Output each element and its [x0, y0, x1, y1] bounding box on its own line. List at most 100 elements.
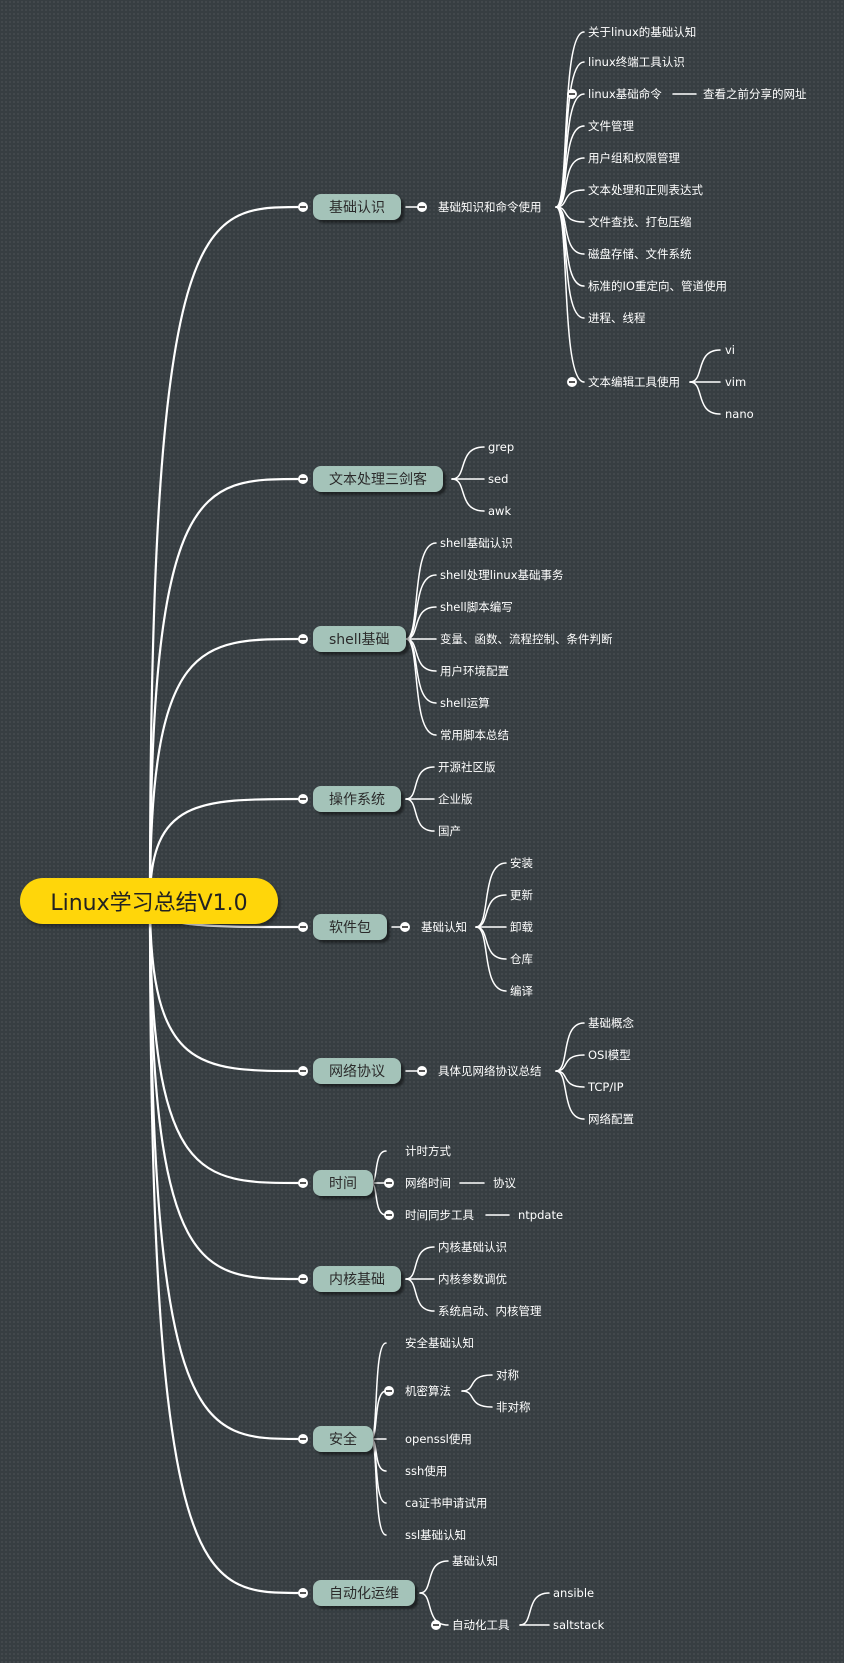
leaf-item[interactable]: 国产 [438, 824, 461, 838]
leaf-item[interactable]: vim [725, 375, 747, 389]
leaf-note[interactable]: 查看之前分享的网址 [703, 87, 807, 101]
leaf-item[interactable]: 网络配置 [588, 1112, 634, 1126]
leaf-item[interactable]: 文本处理和正则表达式 [588, 183, 703, 197]
subtopic-network-summary[interactable]: 具体见网络协议总结 [438, 1064, 542, 1078]
leaf-item[interactable]: awk [488, 504, 512, 518]
branch-line [148, 899, 302, 1185]
topic-packages[interactable]: 软件包 [313, 914, 387, 940]
leaf-item[interactable]: 对称 [496, 1368, 519, 1382]
leaf-item[interactable]: ansible [553, 1586, 595, 1600]
collapse-toggle-icon[interactable] [567, 377, 577, 387]
leaf-item[interactable]: linux终端工具认识 [588, 55, 685, 69]
leaf-item[interactable]: shell基础认识 [440, 536, 513, 550]
leaf-item[interactable]: vi [725, 343, 736, 357]
collapse-toggle-icon[interactable] [298, 474, 308, 484]
leaf-item[interactable]: 文件查找、打包压缩 [588, 215, 692, 229]
leaf-item[interactable]: 进程、线程 [588, 311, 646, 325]
topic-text-processing[interactable]: 文本处理三剑客 [313, 466, 443, 492]
leaf-item[interactable]: 文件管理 [588, 119, 634, 133]
connector-line [689, 349, 721, 383]
connector-line [405, 766, 435, 800]
leaf-item[interactable]: 编译 [510, 984, 533, 998]
leaf-item[interactable]: ssh使用 [405, 1464, 448, 1478]
leaf-item[interactable]: 企业版 [438, 792, 473, 806]
leaf-item[interactable]: shell脚本编写 [440, 600, 513, 614]
topic-automation[interactable]: 自动化运维 [313, 1580, 415, 1606]
leaf-item[interactable]: 安全基础认知 [405, 1336, 474, 1350]
collapse-toggle-icon[interactable] [417, 202, 427, 212]
leaf-item[interactable]: shell处理linux基础事务 [440, 568, 564, 582]
leaf-item[interactable]: 基础概念 [588, 1016, 634, 1030]
collapse-toggle-icon[interactable] [298, 1274, 308, 1284]
leaf-item[interactable]: 变量、函数、流程控制、条件判断 [440, 632, 613, 646]
collapse-toggle-icon[interactable] [384, 1178, 394, 1188]
leaf-item[interactable]: 网络时间 [405, 1176, 451, 1190]
leaf-item[interactable]: 磁盘存储、文件系统 [588, 247, 692, 261]
collapse-toggle-icon[interactable] [298, 922, 308, 932]
leaf-item[interactable]: 内核参数调优 [438, 1272, 507, 1286]
leaf-item[interactable]: 非对称 [496, 1400, 531, 1414]
collapse-toggle-icon[interactable] [298, 1178, 308, 1188]
leaf-item[interactable]: 常用脚本总结 [440, 728, 509, 742]
leaf-item[interactable]: linux基础命令 [588, 87, 662, 101]
leaf-item[interactable]: 计时方式 [405, 1144, 451, 1158]
collapse-toggle-icon[interactable] [431, 1620, 441, 1630]
leaf-item[interactable]: 时间同步工具 [405, 1208, 474, 1222]
leaf-item[interactable]: 更新 [510, 888, 533, 902]
leaf-item[interactable]: 系统启动、内核管理 [438, 1304, 542, 1318]
topic-time[interactable]: 时间 [313, 1170, 373, 1196]
collapse-toggle-icon[interactable] [384, 1386, 394, 1396]
leaf-item[interactable]: 关于linux的基础认知 [588, 25, 697, 39]
topic-security[interactable]: 安全 [313, 1426, 373, 1452]
leaf-item[interactable]: ca证书申请试用 [405, 1496, 488, 1510]
topic-shell[interactable]: shell基础 [313, 626, 406, 652]
topic-network[interactable]: 网络协议 [313, 1058, 401, 1084]
leaf-item[interactable]: OSI模型 [588, 1048, 631, 1062]
leaf-item[interactable]: 基础认知 [452, 1554, 498, 1568]
connector-line [475, 926, 507, 992]
leaf-item[interactable]: 内核基础认识 [438, 1240, 507, 1254]
topic-kernel[interactable]: 内核基础 [313, 1266, 401, 1292]
collapse-toggle-icon[interactable] [298, 1434, 308, 1444]
leaf-item[interactable]: openssl使用 [405, 1432, 472, 1446]
topic-basics[interactable]: 基础认识 [313, 194, 401, 220]
leaf-item[interactable]: 仓库 [510, 952, 533, 966]
leaf-item[interactable]: 用户组和权限管理 [588, 151, 680, 165]
connector-line [419, 1592, 449, 1626]
leaf-item[interactable]: 机密算法 [405, 1384, 451, 1398]
leaf-item[interactable]: 卸载 [510, 920, 533, 934]
leaf-item[interactable]: shell运算 [440, 696, 490, 710]
connector-line [555, 1022, 585, 1072]
leaf-item[interactable]: saltstack [553, 1618, 605, 1632]
leaf-item[interactable]: ssl基础认知 [405, 1528, 467, 1542]
connector-line [405, 1278, 435, 1312]
leaf-item[interactable]: 开源社区版 [438, 760, 496, 774]
root-topic[interactable]: Linux学习总结V1.0 [20, 878, 278, 924]
leaf-item[interactable]: TCP/IP [588, 1080, 624, 1094]
collapse-toggle-icon[interactable] [298, 1588, 308, 1598]
connector-line [451, 446, 485, 480]
collapse-toggle-icon[interactable] [384, 1210, 394, 1220]
leaf-item[interactable]: grep [488, 440, 515, 454]
leaf-item[interactable]: 安装 [510, 856, 533, 870]
collapse-toggle-icon[interactable] [298, 634, 308, 644]
collapse-toggle-icon[interactable] [400, 922, 410, 932]
collapse-toggle-icon[interactable] [298, 1066, 308, 1076]
leaf-note[interactable]: ntpdate [518, 1208, 564, 1222]
collapse-toggle-icon[interactable] [417, 1066, 427, 1076]
connector-line [555, 1070, 585, 1120]
leaf-item[interactable]: sed [488, 472, 509, 486]
subtopic-package-basics[interactable]: 基础认知 [421, 920, 467, 934]
leaf-item[interactable]: nano [725, 407, 754, 421]
leaf-item[interactable]: 用户环境配置 [440, 664, 509, 678]
collapse-toggle-icon[interactable] [298, 202, 308, 212]
collapse-toggle-icon[interactable] [567, 89, 577, 99]
leaf-item[interactable]: 自动化工具 [452, 1618, 510, 1632]
topic-os[interactable]: 操作系统 [313, 786, 401, 812]
subtopic-basics-knowledge[interactable]: 基础知识和命令使用 [438, 200, 542, 214]
collapse-toggle-icon[interactable] [298, 794, 308, 804]
leaf-item[interactable]: 标准的IO重定向、管道使用 [588, 279, 727, 293]
leaf-item[interactable]: 文本编辑工具使用 [588, 375, 680, 389]
topic-label: 文本处理三剑客 [329, 472, 427, 488]
leaf-note[interactable]: 协议 [493, 1176, 516, 1190]
